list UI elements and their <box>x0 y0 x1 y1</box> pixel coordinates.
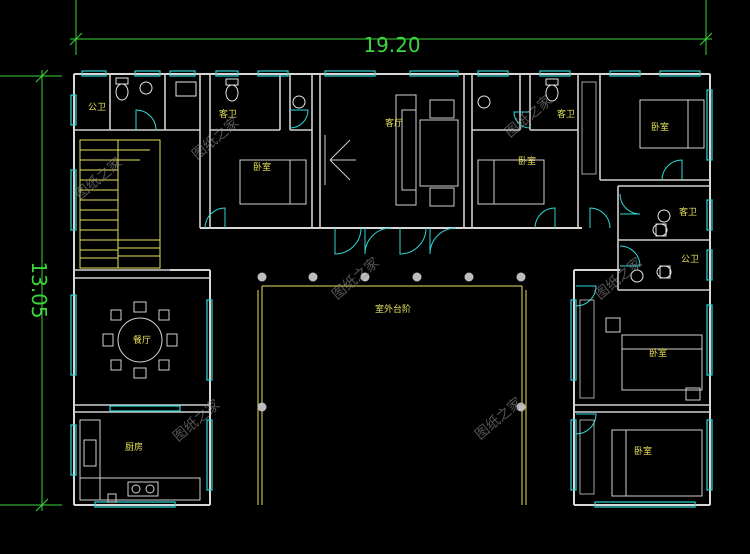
depth-dimension <box>0 69 62 512</box>
watermark: 图纸之家 <box>329 254 383 303</box>
room-label-dining: 餐厅 <box>133 334 151 346</box>
room-label-bedroom-top-right: 卧室 <box>651 121 669 133</box>
watermark: 图纸之家 <box>189 114 243 163</box>
room-label-public-bath-east: 公卫 <box>681 254 699 265</box>
dining-table-icon <box>102 301 178 379</box>
room-label-terrace: 室外台阶 <box>375 303 411 315</box>
watermark: 图纸之家 <box>472 394 526 443</box>
bed-icons <box>239 99 705 497</box>
doors <box>135 109 683 435</box>
terrace-columns <box>257 272 526 412</box>
staircase <box>79 139 161 269</box>
room-label-ensuite-east: 客卫 <box>679 206 697 218</box>
width-dimension <box>69 0 713 55</box>
terrace-outline <box>257 285 527 505</box>
room-label-kitchen: 厨房 <box>125 441 143 453</box>
room-label-bedroom-east-bottom: 卧室 <box>634 445 652 457</box>
watermark: 图纸之家 <box>170 396 224 445</box>
room-label-bedroom-left: 卧室 <box>253 161 271 173</box>
toilet-icons <box>115 77 672 279</box>
depth-label: 13.05 <box>27 261 51 318</box>
room-label-living: 客厅 <box>385 117 403 129</box>
watermark: 图纸之家 <box>502 92 556 141</box>
room-label-bedroom-east-mid: 卧室 <box>649 347 667 359</box>
kitchen-counter-icon <box>79 419 201 503</box>
sofa-set-icon <box>324 94 459 207</box>
room-label-ensuite-right: 客卫 <box>557 108 575 120</box>
room-labels: 公卫 客卫 客厅 卧室 卧室 客卫 卧室 客卫 公卫 餐厅 厨房 室外台阶 卧室… <box>88 102 699 457</box>
wardrobe-icons <box>579 81 597 495</box>
room-label-ensuite-left: 客卫 <box>219 108 237 120</box>
sink-icons <box>139 81 671 283</box>
width-label: 19.20 <box>363 33 420 57</box>
room-label-bedroom-mid: 卧室 <box>518 155 536 167</box>
interior-walls <box>74 74 710 413</box>
watermarks: 图纸之家 图纸之家 图纸之家 图纸之家 图纸之家 图纸之家 图纸之家 <box>72 92 646 445</box>
room-label-public-bath: 公卫 <box>88 102 106 113</box>
windows <box>70 70 713 508</box>
